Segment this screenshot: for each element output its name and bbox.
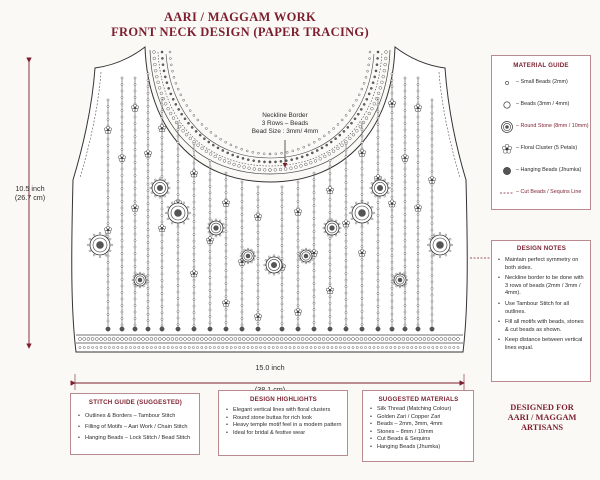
material-guide-row: – Round Stone (8mm / 10mm) (500, 120, 589, 134)
suggested-materials-panel: SUGGESTED MATERIALS Silk Thread (Matchin… (362, 390, 474, 462)
height-dimension-label: 10.5 inch(26.7 cm) (14, 184, 46, 202)
design-notes-panel: DESIGN NOTES Maintain perfect symmetry o… (491, 240, 591, 382)
material-guide-row: – Hanging Beads (Jhumka) (500, 164, 586, 178)
design-highlights-item: Elegant vertical lines with floral clust… (225, 407, 342, 415)
round-stone-motifs (87, 177, 453, 289)
bead-icon (503, 101, 511, 109)
material-guide-row: – Floral Cluster (5 Petals) (500, 142, 586, 156)
material-guide-row: – Cut Beads / Sequins Line (500, 186, 586, 200)
stitch-guide-item: Filling of Motifs – Aari Work / Chain St… (77, 422, 194, 433)
suggested-materials-item: Stones – 8mm / 10mm (369, 429, 468, 437)
design-highlights-item: Round stone buttas for rich look (225, 415, 342, 423)
waist-band-beads (78, 337, 460, 349)
suggested-materials-item: Beads – 2mm, 3mm, 4mm (369, 421, 468, 429)
design-notes-item: Maintain perfect symmetry on both sides. (497, 257, 586, 272)
blouse-outline (71, 46, 468, 353)
suggested-materials-title: SUGGESTED MATERIALS (378, 396, 459, 403)
material-guide-label: – Floral Cluster (5 Petals) (516, 145, 578, 151)
design-notes-item: Keep distance between vertical lines equ… (497, 337, 586, 352)
floral-cluster-icon (502, 143, 512, 154)
stitch-guide-item: Hanging Beads – Lock Stitch / Bead Stitc… (77, 433, 194, 444)
suggested-materials-item: Cut Beads & Sequins (369, 436, 468, 444)
design-notes-item: Neckline border to be done with 3 rows o… (497, 275, 586, 298)
material-guide-label: – Hanging Beads (Jhumka) (516, 167, 582, 173)
material-guide-label: – Cut Beads / Sequins Line (516, 189, 582, 195)
vertical-bead-strings (103, 72, 437, 332)
page-title: AARI / MAGGAM WORK (163, 10, 317, 24)
material-guide-title: MATERIAL GUIDE (513, 62, 569, 69)
suggested-materials-item: Golden Zari / Copper Zari (369, 414, 468, 422)
width-dimension-label: 15.0 inch (240, 363, 300, 373)
width-dimension-cm: (38.1 cm) (240, 385, 300, 395)
round-stone-icon (501, 121, 513, 133)
material-guide-panel: MATERIAL GUIDE – Small Beads (2mm) – Bead… (491, 55, 591, 210)
design-notes-item: Use Tambour Stitch for all outlines. (497, 301, 586, 316)
dashed-line-icon (500, 192, 514, 194)
material-guide-label: – Round Stone (8mm / 10mm) (516, 123, 589, 129)
material-guide-label: – Small Beads (2mm) (516, 79, 568, 85)
design-highlights-item: Heavy temple motif feel in a modern patt… (225, 422, 342, 430)
material-guide-row: – Small Beads (2mm) (500, 76, 586, 90)
design-highlights-item: Ideal for bridal & festive wear (225, 430, 342, 438)
suggested-materials-item: Silk Thread (Matching Colour) (369, 406, 468, 414)
material-guide-label: – Beads (3mm / 4mm) (516, 101, 570, 107)
design-highlights-panel: DESIGN HIGHLIGHTS Elegant vertical lines… (218, 390, 348, 456)
material-guide-row: – Beads (3mm / 4mm) (500, 98, 586, 112)
suggested-materials-item: Hanging Beads (Jhumka) (369, 444, 468, 452)
page-subtitle: FRONT NECK DESIGN (PAPER TRACING) (111, 25, 369, 39)
neckline-bead-rows (152, 50, 388, 172)
design-notes-item: Fill all motifs with beads, stones & cut… (497, 319, 586, 334)
design-notes-title: DESIGN NOTES (516, 245, 567, 252)
hanging-bead-icon (503, 167, 511, 175)
stitch-guide-title: STITCH GUIDE (SUGGESTED) (88, 399, 183, 406)
design-highlights-title: DESIGN HIGHLIGHTS (250, 396, 317, 403)
stitch-guide-panel: STITCH GUIDE (SUGGESTED) Outlines & Bord… (70, 393, 200, 455)
small-bead-icon (505, 81, 509, 85)
stitch-guide-item: Outlines & Borders – Tambour Stitch (77, 411, 194, 422)
